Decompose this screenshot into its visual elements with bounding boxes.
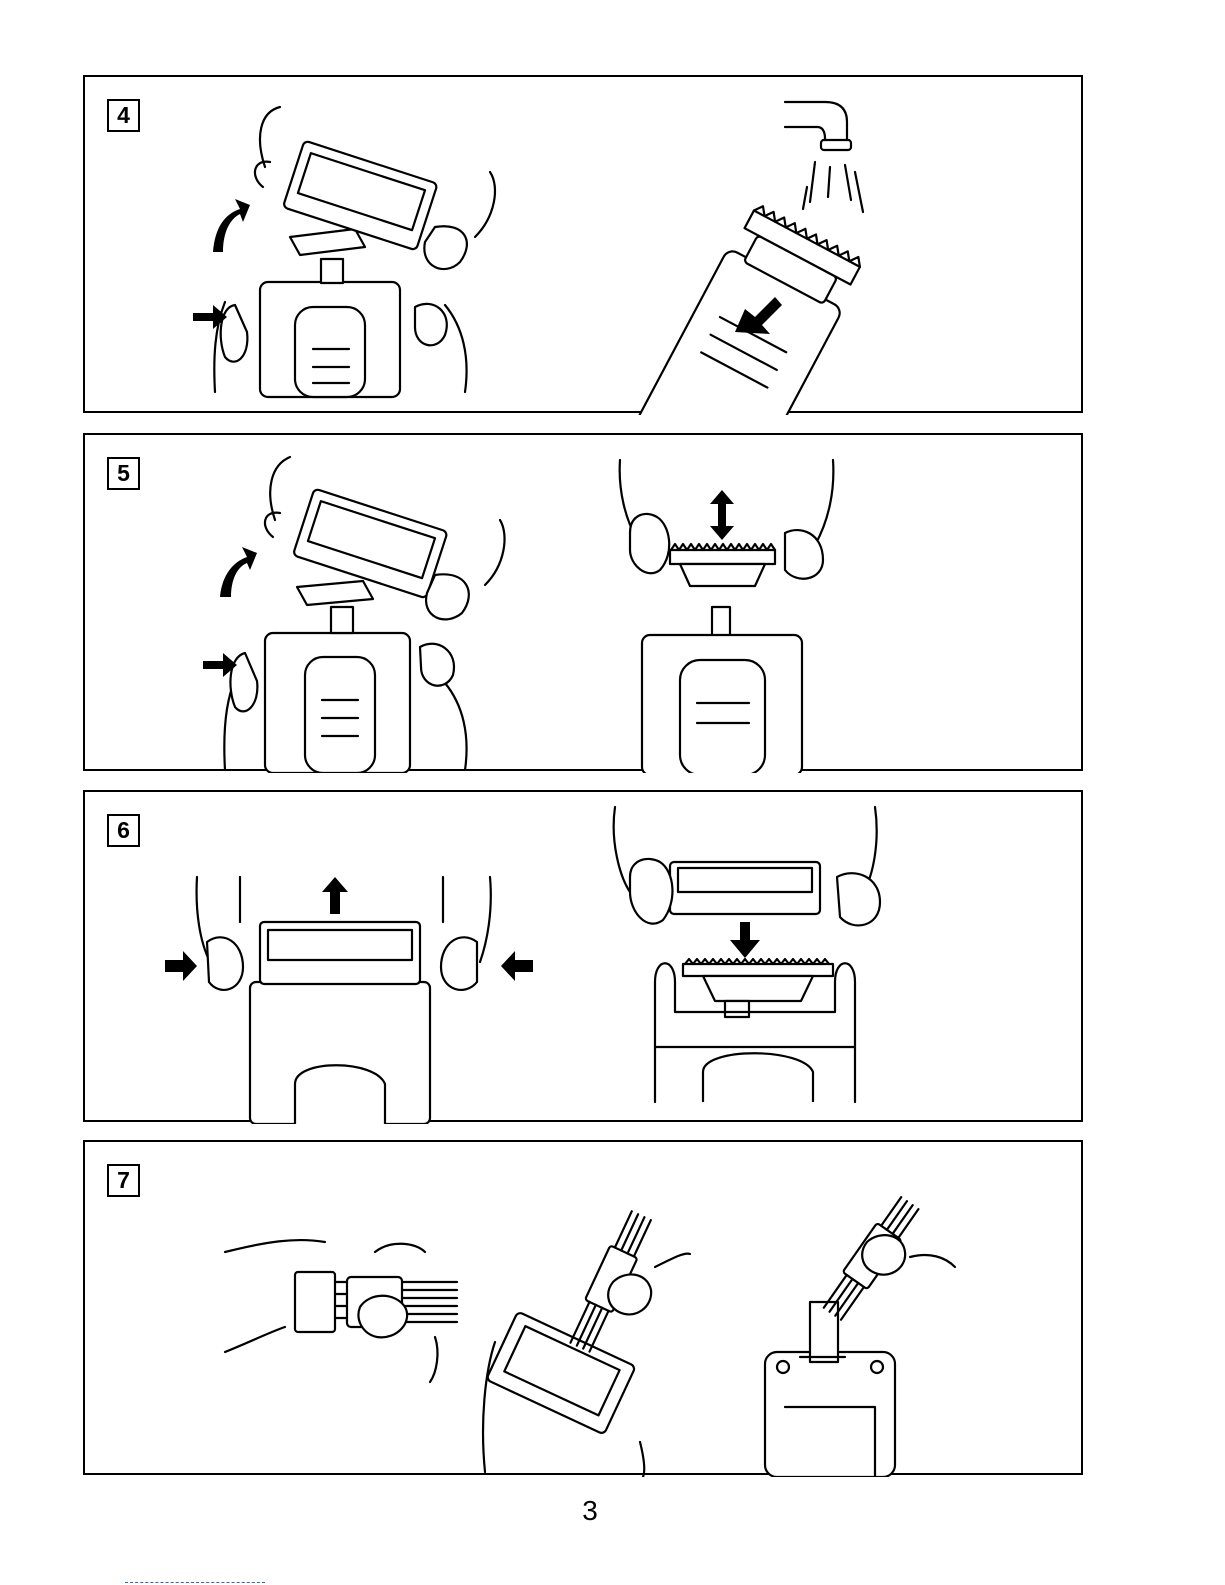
step-7-illustration — [85, 1142, 1085, 1477]
step-6-illustration — [85, 792, 1085, 1124]
page-number: 3 — [570, 1495, 610, 1527]
step-5-panel: 5 — [83, 433, 1083, 771]
pull-off-foil-frame-drawing — [165, 877, 533, 1124]
footer-rule — [125, 1582, 265, 1584]
brush-foil-frame-drawing — [225, 1240, 457, 1382]
remove-cutter-block-drawing — [620, 460, 834, 773]
remove-foil-frame-drawing — [193, 107, 495, 397]
remove-foil-frame-drawing — [203, 457, 505, 773]
step-5-illustration — [85, 435, 1085, 773]
step-4-panel: 4 — [83, 75, 1083, 413]
step-4-illustration — [85, 77, 1085, 415]
step-6-panel: 6 — [83, 790, 1083, 1122]
step-7-panel: 7 — [83, 1140, 1083, 1475]
rinse-cutter-under-tap-drawing — [635, 102, 869, 415]
brush-inside-frame-drawing — [483, 1209, 690, 1477]
brush-shaver-head-drawing — [765, 1194, 955, 1477]
replace-cutter-and-frame-drawing — [614, 807, 880, 1102]
